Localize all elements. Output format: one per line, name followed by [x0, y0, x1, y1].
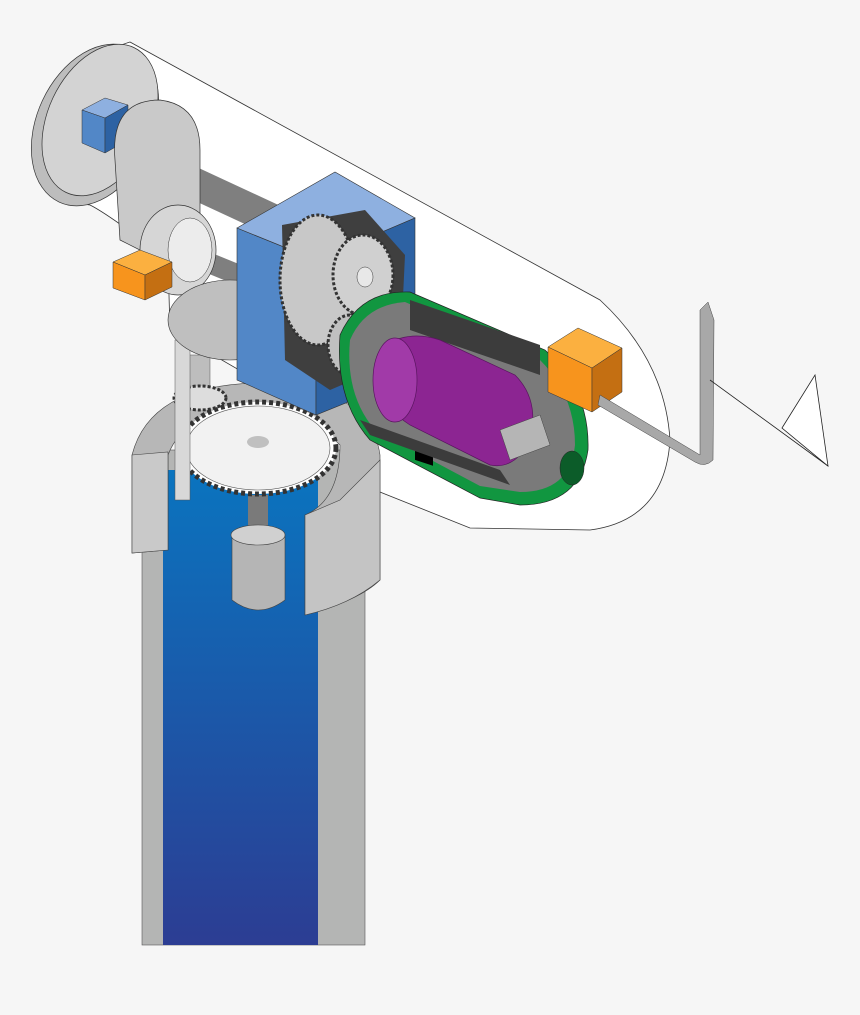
- yaw-gear: [177, 399, 339, 497]
- generator: [339, 291, 589, 506]
- wind-vane: [709, 373, 829, 467]
- orange-sensor-left: [112, 249, 173, 301]
- yaw-motor: [230, 495, 286, 611]
- generator-shaft: [499, 414, 551, 461]
- orange-sensor-right: [547, 327, 623, 413]
- stator-slots: [360, 300, 540, 485]
- generator-port: [559, 450, 585, 486]
- generator-rotor: [372, 335, 534, 467]
- anemometer-rod: [597, 301, 715, 465]
- pinion-gear: [172, 339, 228, 501]
